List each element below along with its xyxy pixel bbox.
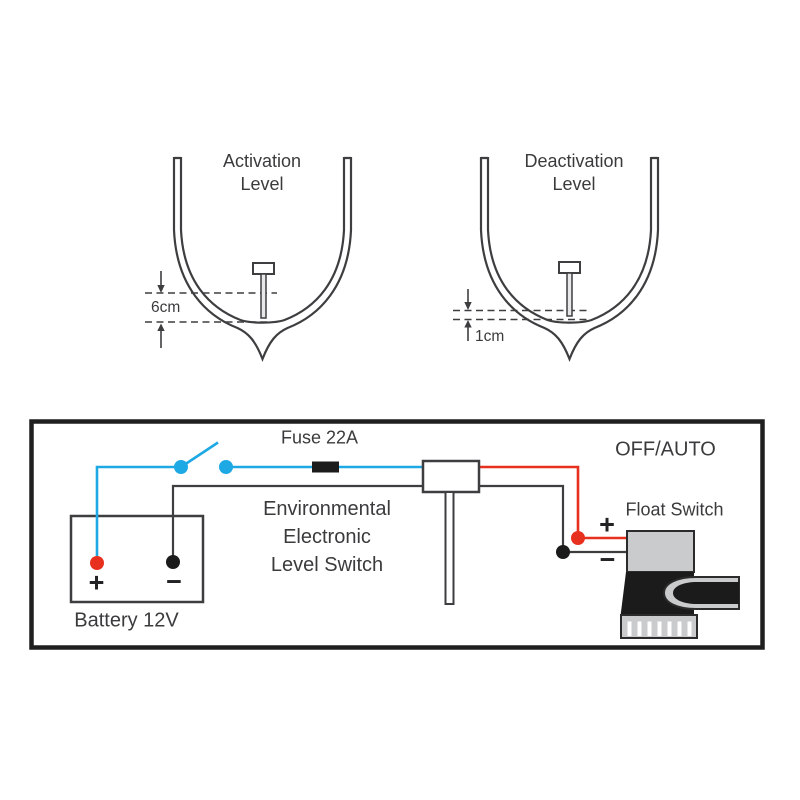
float-switch-label: Float Switch xyxy=(625,499,724,519)
deactivation-title-line2: Level xyxy=(552,174,596,194)
battery-box xyxy=(69,514,205,604)
deactivation-title: Deactivation Level xyxy=(524,150,623,196)
bilge-pump xyxy=(620,530,740,639)
level-switch-controller xyxy=(421,459,481,605)
pump-outlet xyxy=(662,576,740,610)
fuse-label: Fuse 22A xyxy=(280,427,359,448)
deactivation-measurement: 1cm xyxy=(475,328,505,345)
battery-minus-symbol: − xyxy=(166,566,182,597)
wiring-border xyxy=(29,419,765,650)
controller-probe xyxy=(444,491,455,605)
deactivation-measure-arrows xyxy=(464,289,472,341)
pump-minus-symbol: − xyxy=(599,544,616,575)
pump-plus-symbol: + xyxy=(599,509,615,540)
controller-label-line1: Environmental xyxy=(263,498,391,520)
ground-wire xyxy=(171,484,423,562)
battery-plus-symbol: + xyxy=(88,567,105,598)
deactivation-sensor-probe xyxy=(558,261,581,317)
activation-sensor-probe xyxy=(252,262,275,319)
controller-label-line2: Electronic xyxy=(283,526,371,548)
pump-strainer-base xyxy=(620,614,698,639)
battery-label: Battery 12V xyxy=(74,609,179,632)
activation-measure-arrows xyxy=(157,271,165,348)
deactivation-title-line1: Deactivation xyxy=(524,151,624,171)
activation-title: Activation Level xyxy=(223,150,301,196)
power-switch-lever xyxy=(180,441,219,469)
battery-negative-terminal xyxy=(166,555,180,569)
pump-body-top xyxy=(626,530,695,573)
mode-label: OFF/AUTO xyxy=(615,438,716,461)
positive-junction-dot xyxy=(571,531,585,545)
power-switch-contact-left xyxy=(174,460,188,474)
activation-level-lines xyxy=(145,292,277,323)
activation-measurement: 6cm xyxy=(151,299,181,316)
battery-positive-terminal xyxy=(90,556,104,570)
deactivation-hull xyxy=(453,155,660,361)
controller-label-line3: Level Switch xyxy=(270,554,384,576)
negative-wire xyxy=(479,484,627,554)
activation-title-line2: Level xyxy=(240,174,284,194)
activation-title-line1: Activation xyxy=(222,151,302,171)
fuse xyxy=(312,461,339,473)
controller-label: Environmental Electronic Level Switch xyxy=(263,495,391,579)
activation-hull xyxy=(145,155,353,361)
positive-wire xyxy=(479,465,627,540)
power-switch-contact-right xyxy=(219,460,233,474)
negative-junction-dot xyxy=(556,545,570,559)
wiring-diagram xyxy=(29,419,765,650)
blue-supply-wire xyxy=(95,441,423,563)
